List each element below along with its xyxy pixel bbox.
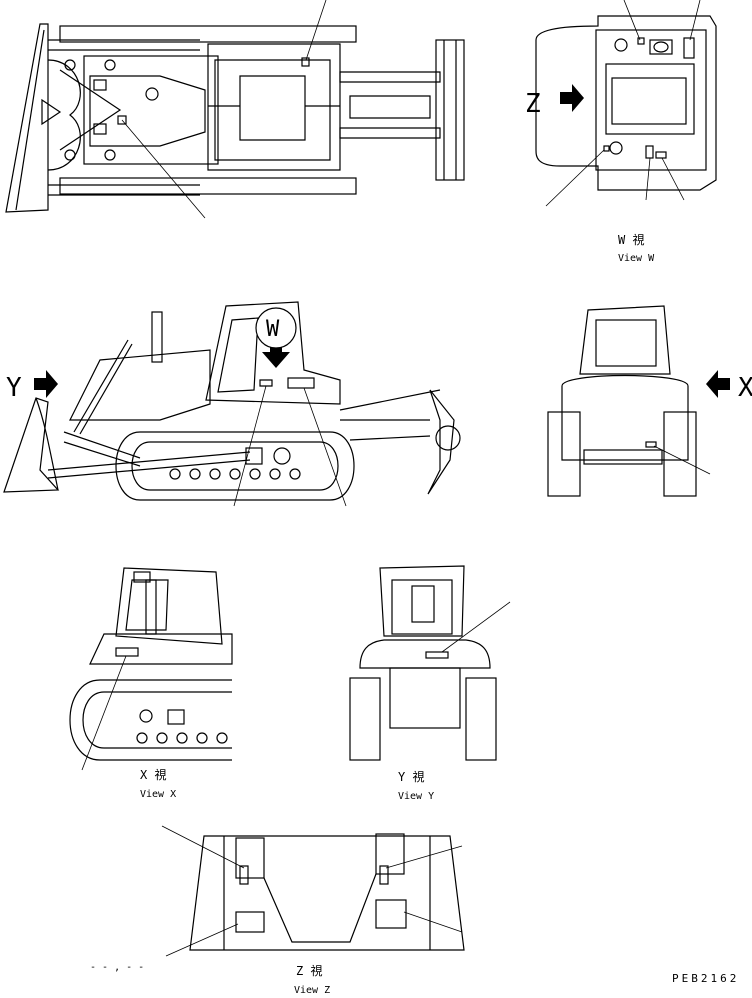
dash-marks: - - , - -: [90, 962, 144, 973]
view-x-cjk-label: X 視: [140, 767, 166, 782]
view-z-label: View Z: [294, 985, 330, 994]
w-arrow-letter: W: [266, 317, 280, 342]
view-w-label: View W: [618, 253, 655, 264]
view-y-drawing: [349, 565, 511, 761]
view-x-drawing: [69, 567, 233, 771]
drawing-code: PEB2162: [672, 972, 739, 985]
side-view-drawing: [3, 301, 461, 507]
down-arrow-icon: [262, 338, 290, 368]
x-arrow-letter: X: [738, 373, 752, 403]
view-y-label: View Y: [398, 791, 434, 802]
view-x-label: View X: [140, 789, 176, 800]
view-y-cjk-label: Y 視: [398, 769, 424, 784]
right-arrow-icon: [560, 84, 584, 112]
left-arrow-icon: [706, 370, 730, 398]
view-w-cjk-label: W 視: [618, 232, 644, 247]
right-arrow-icon: [34, 370, 58, 398]
top-view-drawing: [5, 0, 465, 219]
view-z-cjk-label: Z 視: [296, 963, 322, 978]
rear-view-drawing: [547, 305, 730, 497]
z-arrow-letter: Z: [525, 89, 541, 119]
view-w-drawing: [535, 0, 717, 207]
view-z-drawing: [161, 825, 465, 957]
y-arrow-letter: Y: [6, 373, 22, 403]
